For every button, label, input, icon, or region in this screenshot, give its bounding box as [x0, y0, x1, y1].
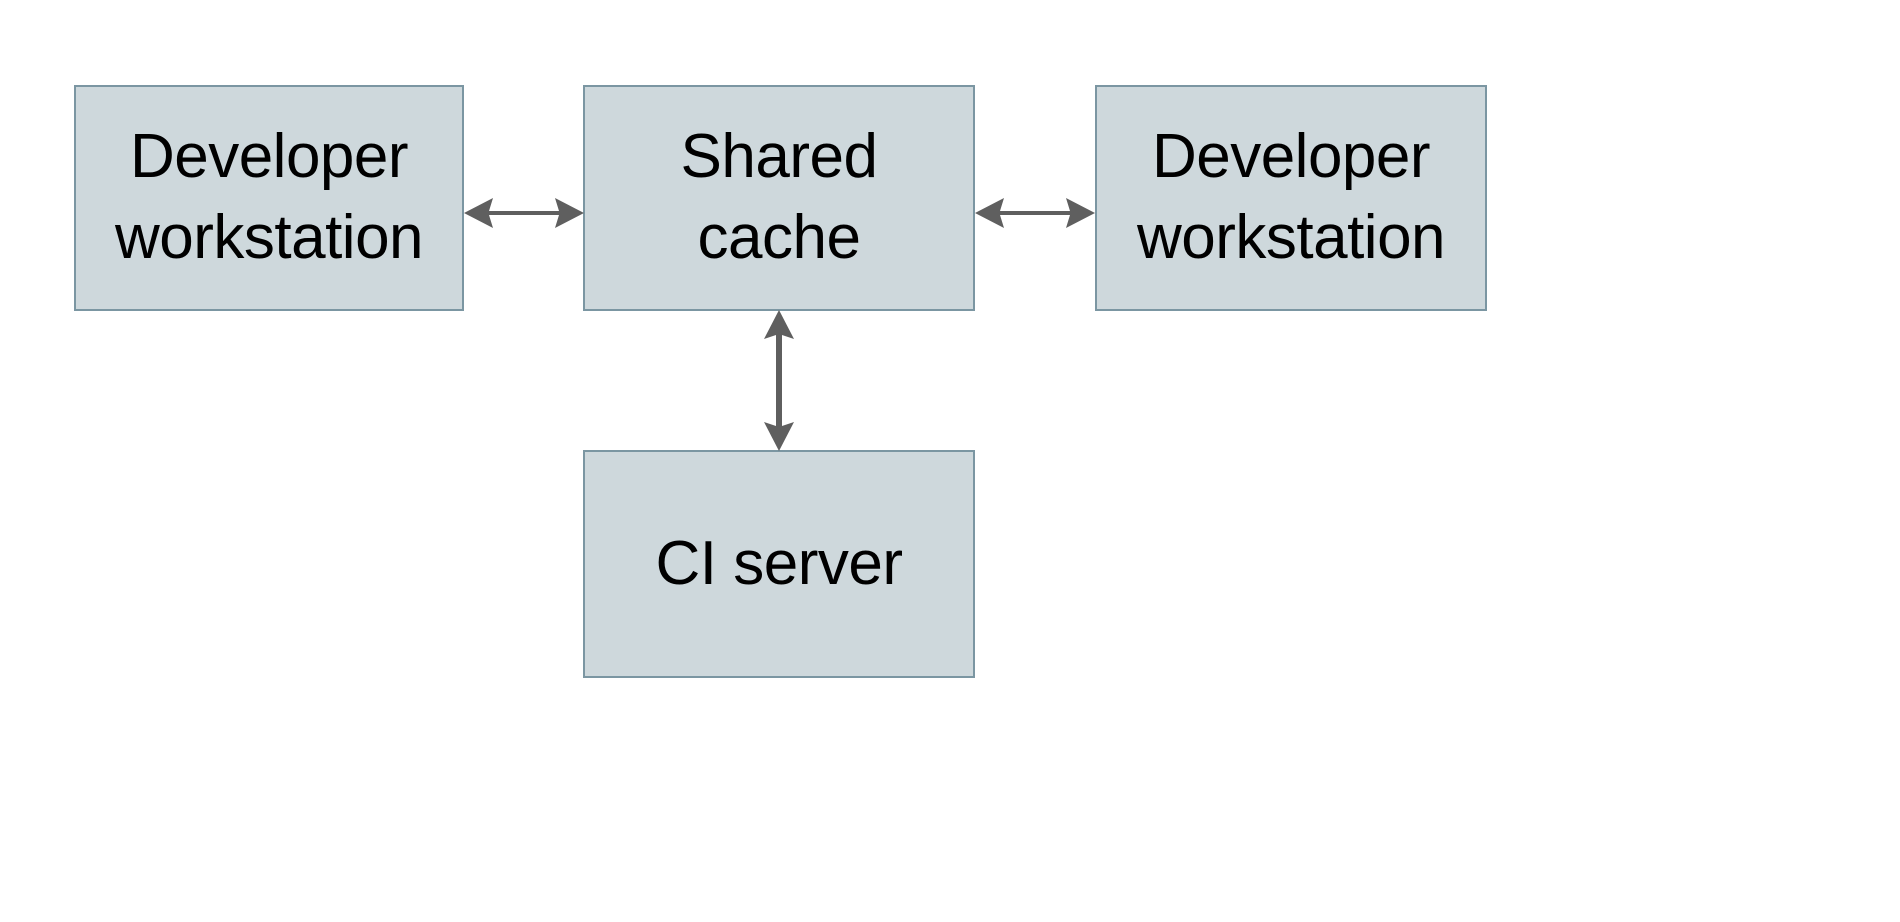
double-arrow-horizontal-icon — [464, 198, 584, 228]
double-arrow-horizontal-icon — [975, 198, 1095, 228]
node-label: Developer workstation — [114, 122, 424, 272]
node-label: Developer workstation — [1136, 122, 1446, 272]
edge-shared-cache-to-developer-right[interactable] — [974, 178, 1096, 248]
node-ci-server[interactable]: CI server — [583, 450, 975, 678]
node-developer-workstation-right[interactable]: Developer workstation — [1095, 85, 1487, 311]
edge-shared-cache-to-ci-server[interactable] — [744, 309, 814, 452]
double-arrow-vertical-icon — [764, 310, 794, 451]
node-label: Shared cache — [680, 122, 878, 272]
edge-developer-left-to-shared-cache[interactable] — [463, 178, 585, 248]
node-developer-workstation-left[interactable]: Developer workstation — [74, 85, 464, 311]
node-shared-cache[interactable]: Shared cache — [583, 85, 975, 311]
node-label: CI server — [655, 528, 903, 598]
